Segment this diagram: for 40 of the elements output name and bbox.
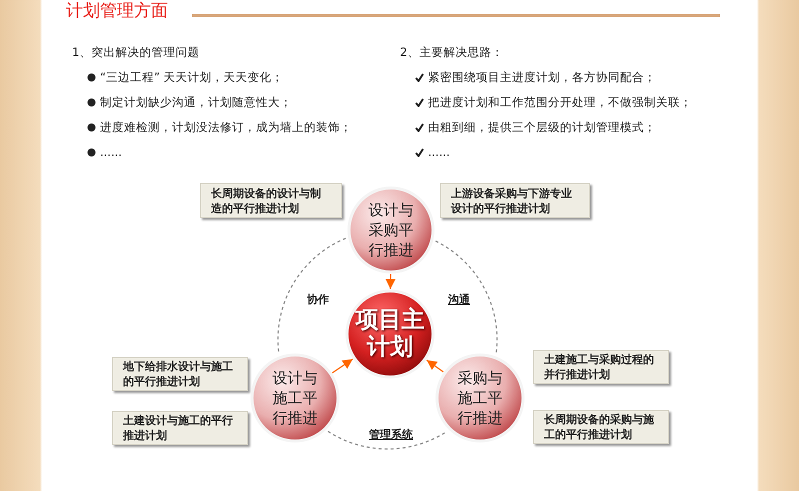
node-text: 项目主计划: [354, 307, 426, 361]
node-text: 长周期设备的设计与制造的平行推进计划: [211, 186, 322, 216]
center-circle: [345, 289, 435, 379]
note-box: [112, 411, 248, 445]
arrow: [332, 358, 354, 374]
list-item: 制定计划缺少沟通，计划随意性大；: [100, 95, 292, 109]
note-box: [200, 183, 342, 218]
list-item: “三边工程” 天天计划，天天变化；: [100, 70, 284, 84]
node-text: 设计与采购平行推进: [368, 200, 414, 260]
arrow: [426, 360, 444, 372]
node-text: 设计与施工平行推进: [272, 368, 318, 428]
list-heading: 1、突出解决的管理问题: [72, 45, 200, 59]
list-item: ......: [428, 145, 450, 159]
edge-label: 管理系统: [368, 427, 414, 442]
node-text: 地下给排水设计与施工的平行推进计划: [123, 359, 234, 389]
note-box: [112, 357, 248, 391]
note-box: [533, 350, 669, 384]
dashed-connector: [435, 240, 498, 354]
node-text: 上游设备采购与下游专业设计的平行推进计划: [451, 186, 573, 216]
arrow: [386, 274, 396, 289]
process-circle: [250, 353, 340, 443]
note-box: [440, 183, 590, 218]
list-heading: 2、主要解决思路：: [400, 45, 504, 59]
list-item: 紧密围绕项目主进度计划，各方协同配合；: [428, 70, 656, 84]
list-item: 由粗到细，提供三个层级的计划管理模式；: [428, 120, 656, 134]
node-text: 长周期设备的采购与施工的平行推进计划: [544, 412, 655, 442]
process-circle: [347, 186, 435, 274]
edge-label: 协作: [306, 292, 330, 307]
node-text: 土建施工与采购过程的并行推进计划: [544, 352, 655, 382]
process-circle: [435, 353, 525, 443]
title: 计划管理方面: [66, 0, 168, 22]
list-item: 把进度计划和工作范围分开处理，不做强制关联；: [428, 95, 692, 109]
node-text: 采购与施工平行推进: [456, 368, 504, 428]
list-item: ......: [100, 145, 122, 159]
list-item: 进度难检测，计划没法修订，成为墙上的装饰；: [100, 120, 352, 134]
dashed-connector: [328, 430, 448, 450]
note-box: [533, 410, 669, 444]
edge-label: 沟通: [447, 292, 471, 307]
dashed-connector: [277, 238, 346, 354]
node-text: 土建设计与施工的平行推进计划: [123, 413, 234, 443]
